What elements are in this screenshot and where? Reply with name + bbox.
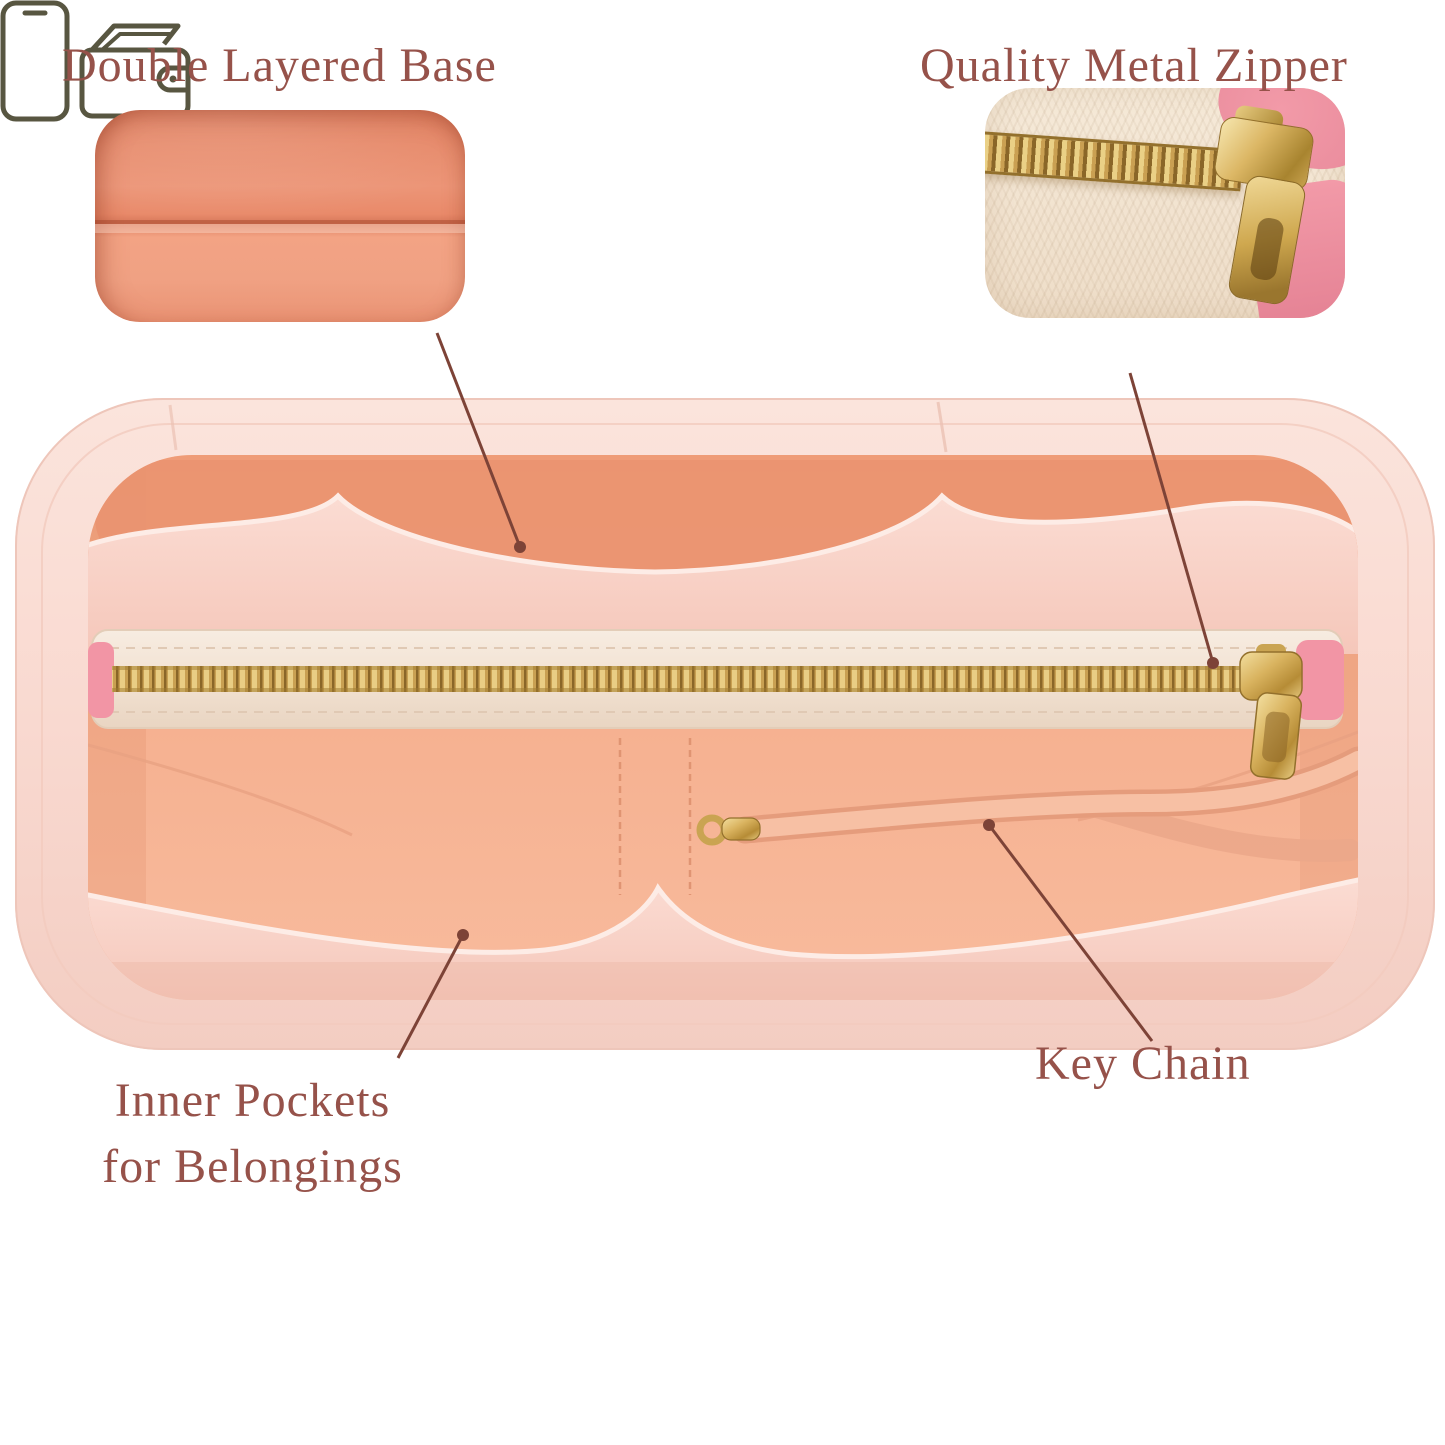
- callout-inner-pockets: Inner Pockets for Belongings: [65, 1068, 440, 1200]
- pink-felt-left-end: [88, 642, 114, 718]
- callout-quality-metal-zipper: Quality Metal Zipper: [920, 39, 1348, 92]
- zipper-teeth-closeup: [985, 130, 1244, 192]
- zipper-divider: [88, 629, 1344, 780]
- base-detail-photo: [95, 110, 465, 322]
- leader-line-keychain: [987, 824, 1154, 1042]
- pink-felt-right-end: [1296, 640, 1344, 720]
- leader-lines: [396, 332, 1215, 1059]
- leader-line-zipper: [1128, 372, 1215, 664]
- keychain-strap: [696, 746, 1358, 862]
- base-seam-line: [95, 220, 465, 225]
- keychain-detail-photo: [985, 1125, 1345, 1445]
- callout-double-layered-base: Double Layered Base: [62, 39, 497, 92]
- inner-pockets-line2: for Belongings: [102, 1140, 403, 1193]
- zipper-detail-photo: [985, 88, 1345, 318]
- inner-pockets-line1: Inner Pockets: [114, 1074, 391, 1127]
- leader-line-pockets: [396, 934, 465, 1059]
- keychain-clasp-main: [696, 814, 761, 846]
- callout-key-chain: Key Chain: [1035, 1037, 1251, 1090]
- leader-line-base: [435, 332, 522, 548]
- phone-icon: [0, 0, 70, 122]
- zipper-teeth: [112, 666, 1258, 692]
- stitch-seams: [618, 738, 692, 895]
- leader-dots: [457, 541, 1219, 941]
- base-seam-highlight: [95, 224, 465, 234]
- zipper-slider: [1239, 644, 1303, 780]
- bag-interior: [88, 455, 1358, 1000]
